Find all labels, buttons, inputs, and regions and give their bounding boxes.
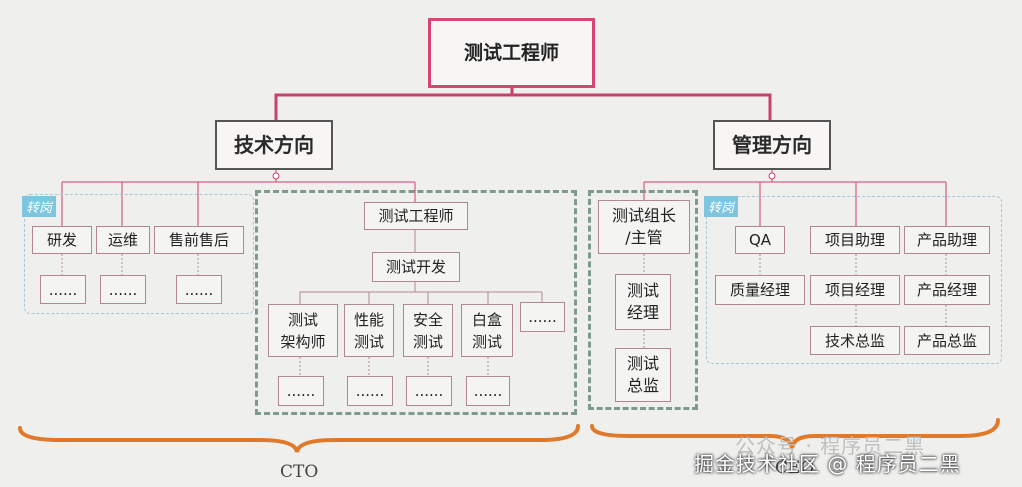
tech-director-node: 技术总监: [810, 326, 900, 355]
transfer-group-left: [24, 194, 254, 314]
qa-node: QA: [735, 226, 785, 254]
project-assistant-node: 项目助理: [810, 226, 900, 254]
product-manager-node: 产品经理: [904, 275, 990, 305]
mgmt-branch-node: 管理方向: [713, 120, 831, 170]
whitebox-test-node: 白盒 测试: [461, 304, 513, 357]
root-node: 测试工程师: [428, 18, 595, 88]
product-assistant-node: 产品助理: [904, 226, 990, 254]
transfer-tag-left: 转岗: [22, 196, 57, 217]
test-dev-node: 测试开发: [372, 252, 460, 282]
tech-track-group: [255, 190, 577, 415]
project-manager-node: 项目经理: [810, 275, 900, 305]
product-director-node: 产品总监: [904, 326, 990, 355]
test-engineer-node: 测试工程师: [364, 202, 468, 230]
transfer-tag-right: 转岗: [704, 196, 739, 217]
role-presales: 售前售后: [154, 226, 244, 254]
cto-caption: CTO: [280, 462, 319, 482]
faded-watermark: 公众号 · 程序员二黑: [735, 434, 926, 458]
ellipsis-node: ......: [347, 376, 393, 406]
ellipsis-node: ......: [278, 376, 324, 406]
mgmt-track-group: [588, 190, 698, 410]
test-lead-node: 测试组长 /主管: [598, 200, 690, 254]
site-watermark: 掘金技术社区 @ 程序员二黑: [694, 452, 961, 476]
ellipsis-node: ......: [406, 376, 452, 406]
test-director-node: 测试 总监: [615, 348, 671, 402]
performance-test-node: 性能 测试: [344, 304, 394, 357]
test-architect-node: 测试 架构师: [268, 304, 338, 357]
ellipsis-node: ......: [100, 275, 146, 304]
role-rd: 研发: [32, 226, 92, 254]
ceo-caption: CEO: [775, 458, 815, 478]
transfer-group-right: [706, 196, 1002, 364]
role-ops: 运维: [96, 226, 150, 254]
security-test-node: 安全 测试: [403, 304, 453, 357]
ellipsis-node: ......: [40, 275, 86, 304]
ellipsis-node: ......: [176, 275, 222, 304]
quality-manager-node: 质量经理: [715, 275, 805, 305]
test-manager-node: 测试 经理: [615, 274, 671, 330]
ellipsis-node: ......: [466, 376, 510, 406]
tech-branch-node: 技术方向: [215, 120, 333, 170]
ellipsis-node: ......: [520, 302, 565, 332]
